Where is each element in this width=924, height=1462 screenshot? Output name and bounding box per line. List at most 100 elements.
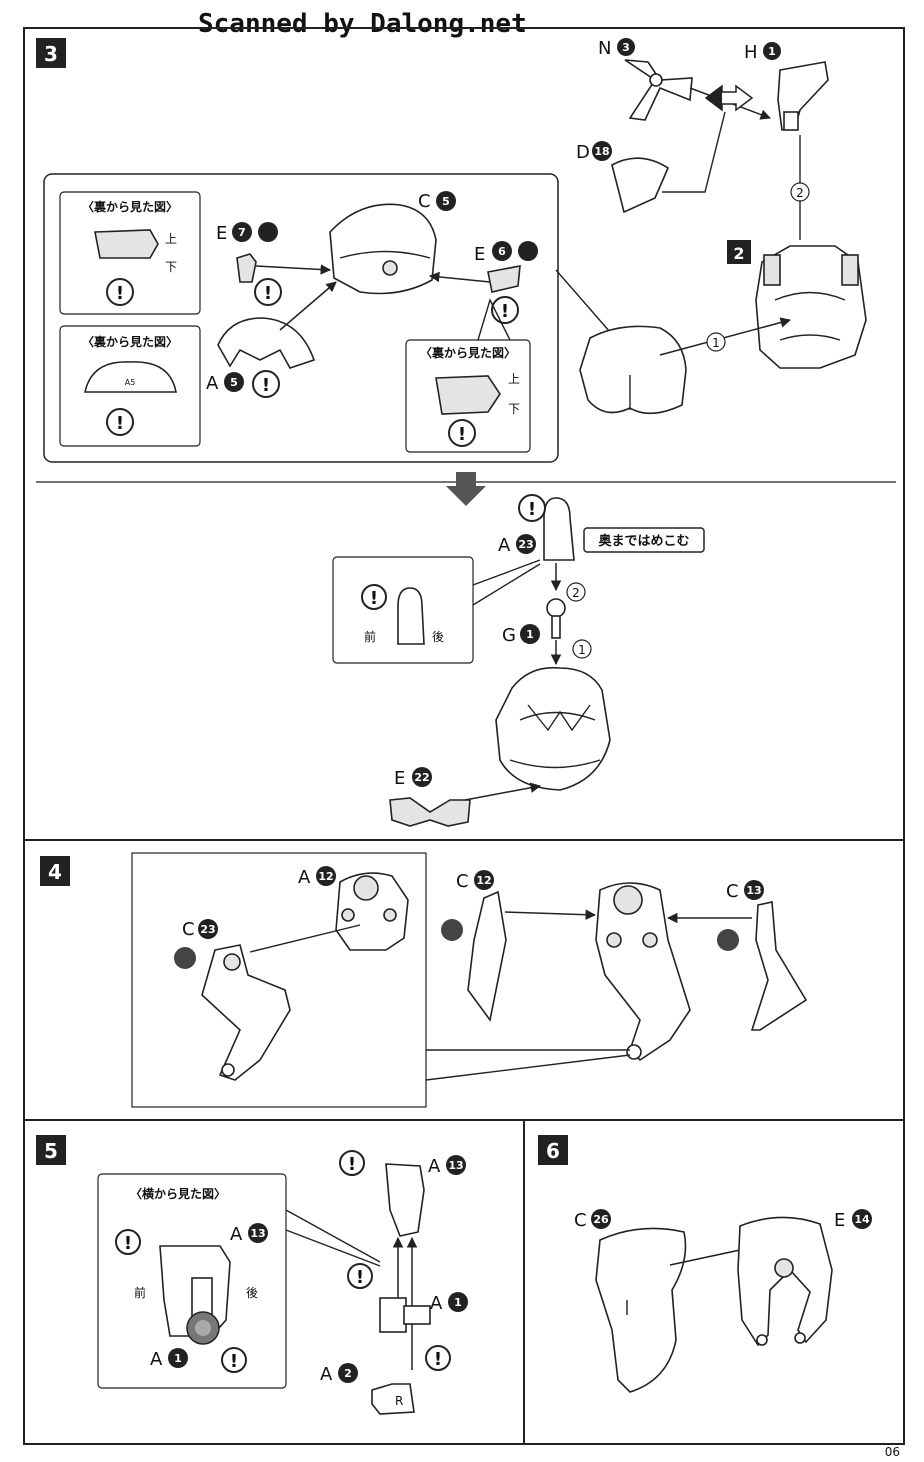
back-view-label-3: 〈裏から見た図〉 [420, 345, 516, 360]
cut-icon [258, 222, 278, 242]
caution-mark: ! [501, 301, 509, 322]
caution-mark: ! [264, 283, 272, 304]
up-label-1: 上 [165, 232, 177, 246]
num-n3: 3 [622, 41, 630, 54]
marker-icon [174, 947, 196, 969]
caution-mark: ! [356, 1267, 364, 1288]
watermark-text: Scanned by Dalong.net [198, 9, 527, 39]
step-6: 6 C 26 E 14 [538, 1135, 872, 1393]
hip-part-a12 [335, 872, 409, 951]
caution-mark: ! [370, 588, 378, 609]
step-4: 4 A 12 C 23 C 12 [40, 852, 808, 1108]
num-h1: 1 [768, 45, 776, 58]
r-mark: R [395, 1394, 403, 1408]
num-a1: 1 [454, 1296, 462, 1309]
order-1b: 1 [578, 643, 586, 657]
caution-icon [518, 494, 546, 522]
step-5: 5 〈横から見た図〉 A 13 ! 前 後 A 1 ! ! A 13 ! [36, 1135, 468, 1415]
label-a1: A [430, 1293, 443, 1314]
down-label-3: 下 [508, 402, 520, 416]
label-e22: E [394, 768, 405, 789]
caution-icon [425, 1345, 451, 1371]
num-c26: 26 [593, 1213, 609, 1226]
num-g1: 1 [526, 628, 534, 641]
back-view-label-2: 〈裏から見た図〉 [82, 334, 178, 349]
page-frame [23, 27, 905, 1445]
step-3-badge [36, 38, 66, 68]
label-e14: E [834, 1210, 845, 1231]
num-d18: 18 [594, 145, 609, 158]
num-c12: 12 [476, 874, 491, 887]
label-e6: E [474, 244, 485, 265]
caution-mark: ! [458, 424, 466, 445]
caution-icon [339, 1150, 365, 1176]
step-5-badge [36, 1135, 66, 1165]
chest-assembly [579, 325, 687, 415]
step-6-badge [538, 1135, 568, 1165]
label-a5: A [206, 373, 219, 394]
num-a13-side: 13 [250, 1227, 265, 1240]
back-view-label-1: 〈裏から見た図〉 [82, 199, 178, 214]
label-h1: H [744, 42, 758, 63]
label-n3: N [598, 38, 611, 59]
marker-icon [441, 919, 463, 941]
frame-part-e14 [737, 1216, 833, 1347]
num-e22: 22 [414, 771, 429, 784]
step-3: 3 N 3 H 1 D 18 2 [36, 38, 867, 463]
caution-icon [361, 584, 387, 610]
plate-part-d18 [611, 157, 670, 214]
label-a13-side: A [230, 1224, 243, 1245]
caution-icon [106, 408, 134, 436]
a5-mark: A5 [125, 378, 136, 387]
num-e6: 6 [498, 245, 506, 258]
cut-icon [518, 241, 538, 261]
step-4-number: 4 [48, 860, 62, 884]
back-label-5: 後 [246, 1286, 258, 1300]
step-4-badge [40, 856, 70, 886]
label-d18: D [576, 142, 590, 163]
leg-assembly [595, 882, 691, 1062]
back-label: 後 [432, 630, 444, 644]
num-a1-side: 1 [174, 1352, 182, 1365]
label-c26: C [574, 1210, 587, 1231]
num-a2: 2 [344, 1367, 352, 1380]
step-3-head-mount: A 23 ! 奥まではめこむ ! 前 後 2 G 1 1 [332, 472, 705, 827]
num-c23: 23 [200, 923, 215, 936]
side-view-label: 〈横から見た図〉 [130, 1186, 226, 1201]
down-arrow-icon [446, 472, 486, 506]
caution-icon [254, 278, 282, 306]
label-c12: C [456, 871, 469, 892]
torso-assembled [495, 666, 611, 791]
label-g1: G [502, 625, 516, 646]
order-2b: 2 [572, 586, 580, 600]
subassembly-2-badge [727, 240, 751, 264]
caution-icon [106, 278, 134, 306]
caution-mark: ! [348, 1154, 356, 1175]
caution-mark: ! [116, 413, 124, 434]
label-e7: E [216, 223, 227, 244]
caution-mark: ! [230, 1351, 238, 1372]
caution-icon [252, 370, 280, 398]
skirt-part-c26 [595, 1227, 687, 1393]
label-a2: A [320, 1364, 333, 1385]
caution-mark: ! [528, 499, 536, 520]
label-c23: C [182, 919, 195, 940]
num-a5: 5 [230, 376, 238, 389]
caution-icon [115, 1229, 141, 1255]
label-a12: A [298, 867, 311, 888]
leg-part-c23 [201, 944, 291, 1081]
order-1: 1 [712, 336, 720, 350]
caution-mark: ! [262, 375, 270, 396]
num-a13: 13 [448, 1159, 463, 1172]
num-e7: 7 [238, 226, 246, 239]
order-2: 2 [796, 186, 804, 200]
label-a23: A [498, 535, 511, 556]
num-c13: 13 [746, 884, 761, 897]
num-e14: 14 [854, 1213, 870, 1226]
chest-part-c5 [329, 203, 437, 295]
step-5-number: 5 [44, 1139, 58, 1163]
label-c13: C [726, 881, 739, 902]
label-a1-side: A [150, 1349, 163, 1370]
subassembly-2-number: 2 [733, 244, 744, 263]
